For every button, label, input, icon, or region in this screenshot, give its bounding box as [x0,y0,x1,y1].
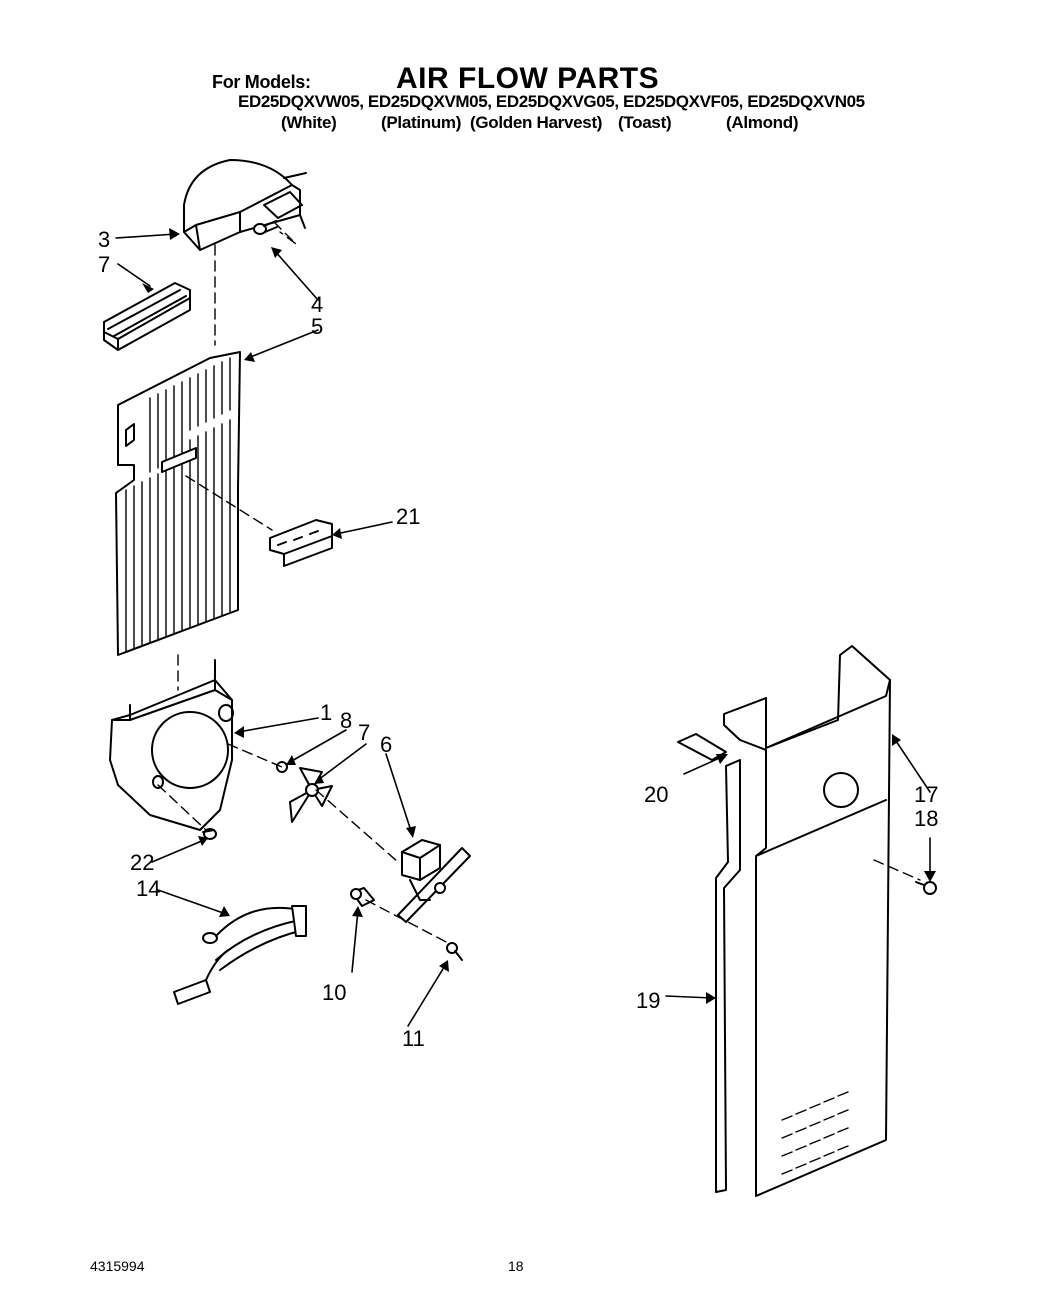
assembly-lines [157,221,921,945]
part-number: 4315994 [90,1258,145,1274]
part-bracket-21 [269,519,333,567]
part-fan-shroud [109,659,234,831]
callout-21: 21 [396,504,420,529]
callout-9: 8 [340,708,352,733]
callout-6: 7 [98,252,110,277]
callout-numbers: 3 7 4 5 21 1 8 7 6 10 11 22 14 20 19 17 … [98,227,938,1051]
leader-lines [115,233,931,1027]
callout-10: 10 [322,980,346,1005]
callout-18: 18 [914,806,938,831]
part-rear-panel [723,645,891,1197]
part-ribbed-panel [115,351,241,656]
callout-8: 7 [358,720,370,745]
part-fan-blade [289,767,333,823]
callout-17: 17 [914,782,938,807]
callout-22: 22 [130,850,154,875]
page-number: 18 [508,1258,524,1274]
callout-4: 4 [311,292,323,317]
color-platinum: (Platinum) [381,113,462,132]
model-numbers: ED25DQXVW05, ED25DQXVM05, ED25DQXVG05, E… [238,92,865,111]
callout-7: 6 [380,732,392,757]
callout-5: 5 [311,314,323,339]
color-white: (White) [281,113,337,132]
color-toast: (Toast) [618,113,672,132]
callout-1: 1 [320,700,332,725]
for-models-label: For Models: [212,72,311,92]
part-screw-22 [202,828,217,840]
part-grommet [350,887,375,907]
part-pad [677,733,727,761]
page-title: AIR FLOW PARTS [396,62,660,95]
callout-14: 14 [136,876,160,901]
part-strip [715,759,741,1193]
callout-19: 19 [636,988,660,1013]
callout-11: 11 [402,1026,425,1051]
callout-20: 20 [644,782,668,807]
color-golden-harvest: (Golden Harvest) [470,113,603,132]
part-screw-18 [915,881,937,895]
part-grille [103,282,191,351]
part-fan-motor [397,839,471,923]
part-wire-harness [173,905,307,1005]
callout-3: 3 [98,227,110,252]
color-almond: (Almond) [726,113,799,132]
part-screw-11 [446,942,463,961]
arrowheads [142,228,936,1004]
part-air-duct-cover [183,159,307,251]
